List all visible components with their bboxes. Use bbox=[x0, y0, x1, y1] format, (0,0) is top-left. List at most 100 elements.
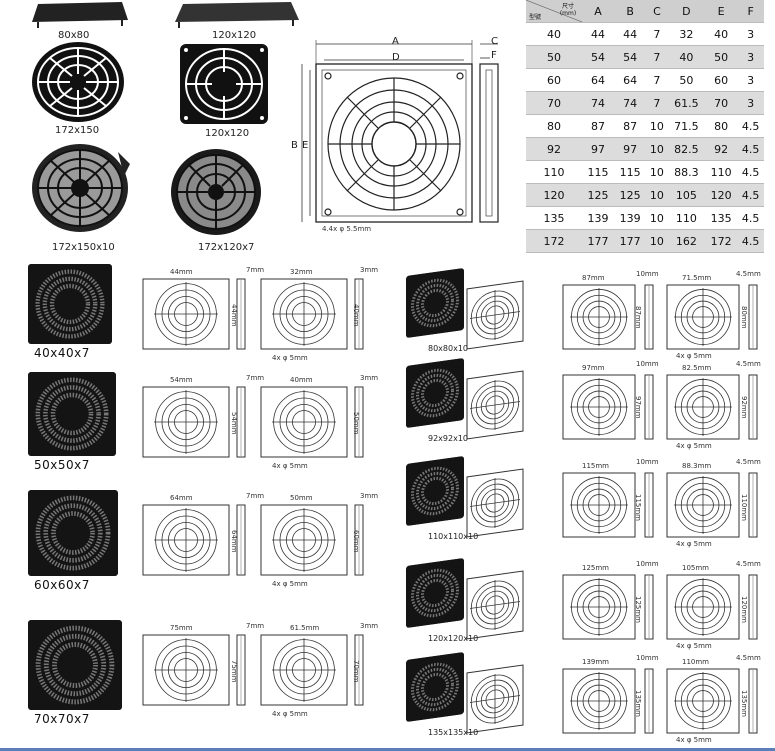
filter-photo-dark bbox=[406, 651, 464, 723]
table-cell: 4.5 bbox=[737, 160, 764, 184]
dim-c-label: 7mm bbox=[246, 374, 265, 382]
dim-a-label: 44mm bbox=[170, 268, 193, 276]
fan-guard-photo-172x150 bbox=[32, 42, 124, 122]
dim-a-label: 87mm bbox=[582, 274, 605, 282]
dim-b-label: 87mm bbox=[634, 306, 642, 329]
guard-front-drawing bbox=[142, 504, 230, 581]
dim-C: C bbox=[491, 36, 498, 47]
dim-f-label: 3mm bbox=[360, 492, 379, 500]
filter-front-drawing bbox=[666, 374, 740, 445]
filter-photo bbox=[28, 620, 122, 710]
filter-side-drawing bbox=[748, 472, 758, 543]
guard-front-drawing bbox=[142, 634, 230, 711]
guard-side-drawing bbox=[236, 386, 246, 463]
dim-f-label: 3mm bbox=[360, 266, 379, 274]
table-cell: 177 bbox=[614, 229, 647, 253]
dim-e-label: 110mm bbox=[740, 494, 748, 521]
table-cell: 115 bbox=[582, 160, 615, 184]
table-cell: 105 bbox=[667, 183, 706, 207]
filter-photo-dark bbox=[406, 455, 464, 527]
filter-photo-dark bbox=[406, 267, 464, 339]
table-cell: 40 bbox=[667, 45, 706, 69]
dim-f-label: 4.5mm bbox=[736, 270, 761, 278]
fan-filter-photo-172x150x10 bbox=[32, 144, 130, 232]
dim-e-label: 92mm bbox=[740, 396, 748, 419]
filter-front-drawing bbox=[260, 386, 348, 463]
table-cell: 61.5 bbox=[667, 91, 706, 115]
dim-a-label: 97mm bbox=[582, 364, 605, 372]
filter-photo-white bbox=[466, 570, 524, 645]
fan-guard-photo-120 bbox=[180, 44, 268, 124]
table-cell: 32 bbox=[667, 22, 706, 46]
guard-side-drawing bbox=[236, 634, 246, 711]
table-cell: 64 bbox=[614, 68, 647, 92]
guard-side-drawing bbox=[236, 504, 246, 581]
dim-f-label: 4.5mm bbox=[736, 360, 761, 368]
table-cell: 71.5 bbox=[667, 114, 706, 138]
guard-front-drawing bbox=[142, 386, 230, 463]
table-col-header: A bbox=[582, 0, 615, 23]
table-cell: 139 bbox=[614, 206, 647, 230]
filter-photo-dark bbox=[406, 357, 464, 429]
filter-side-drawing bbox=[354, 386, 364, 463]
table-cell: 110 bbox=[667, 206, 706, 230]
dim-d-label: 110mm bbox=[682, 658, 709, 666]
table-cell: 4.5 bbox=[737, 183, 764, 207]
table-cell: 7 bbox=[646, 22, 668, 46]
dim-d-label: 50mm bbox=[290, 494, 313, 502]
table-header-corner: 尺寸(mm) 型號 bbox=[526, 0, 582, 23]
table-cell: 70 bbox=[705, 91, 738, 115]
dim-a-label: 125mm bbox=[582, 564, 609, 572]
dim-c-label: 10mm bbox=[636, 270, 659, 278]
dim-d-label: 40mm bbox=[290, 376, 313, 384]
table-cell: 135 bbox=[705, 206, 738, 230]
dim-a-label: 54mm bbox=[170, 376, 193, 384]
guard-side-drawing bbox=[644, 284, 654, 355]
dim-A: A bbox=[392, 36, 399, 47]
filter-side-drawing bbox=[748, 374, 758, 445]
table-cell: 172 bbox=[705, 229, 738, 253]
hole-spec: 4x φ 5mm bbox=[272, 354, 308, 362]
product-label: 120x120 bbox=[212, 30, 257, 41]
table-cell-model: 172 bbox=[526, 229, 582, 253]
filter-side-drawing bbox=[354, 278, 364, 355]
product-label: 50x50x7 bbox=[34, 458, 90, 472]
dim-b-label: 115mm bbox=[634, 494, 642, 521]
filter-front-drawing bbox=[260, 278, 348, 355]
dim-b-label: 125mm bbox=[634, 596, 642, 623]
dim-c-label: 7mm bbox=[246, 266, 265, 274]
dim-c-label: 10mm bbox=[636, 560, 659, 568]
dim-e-label: 70mm bbox=[352, 660, 360, 683]
dim-c-label: 7mm bbox=[246, 492, 265, 500]
product-label: 92x92x10 bbox=[428, 434, 469, 443]
table-cell: 10 bbox=[646, 183, 668, 207]
filter-front-drawing bbox=[666, 472, 740, 543]
hole-spec: 4x φ 5mm bbox=[272, 710, 308, 718]
dim-f-label: 3mm bbox=[360, 622, 379, 630]
table-cell: 80 bbox=[705, 114, 738, 138]
dim-e-label: 40mm bbox=[352, 304, 360, 327]
table-cell: 97 bbox=[582, 137, 615, 161]
dim-e-label: 80mm bbox=[740, 306, 748, 329]
filter-front-drawing bbox=[260, 634, 348, 711]
table-cell: 120 bbox=[705, 183, 738, 207]
dim-d-label: 71.5mm bbox=[682, 274, 712, 282]
table-cell: 10 bbox=[646, 114, 668, 138]
table-cell: 82.5 bbox=[667, 137, 706, 161]
table-cell: 10 bbox=[646, 206, 668, 230]
product-label: 70x70x7 bbox=[34, 712, 90, 726]
hole-spec: 4x φ 5mm bbox=[676, 736, 712, 744]
dim-f-label: 4.5mm bbox=[736, 560, 761, 568]
product-label: 110x110x10 bbox=[428, 532, 479, 541]
hole-spec: 4x φ 5mm bbox=[272, 462, 308, 470]
guard-side-drawing bbox=[644, 668, 654, 739]
dim-e-label: 135mm bbox=[740, 690, 748, 717]
filter-side-drawing bbox=[748, 574, 758, 645]
dim-B: B bbox=[291, 140, 298, 151]
filter-photo-80 bbox=[32, 2, 128, 28]
table-cell: 40 bbox=[705, 22, 738, 46]
table-cell: 44 bbox=[582, 22, 615, 46]
guard-front-drawing bbox=[562, 374, 636, 445]
